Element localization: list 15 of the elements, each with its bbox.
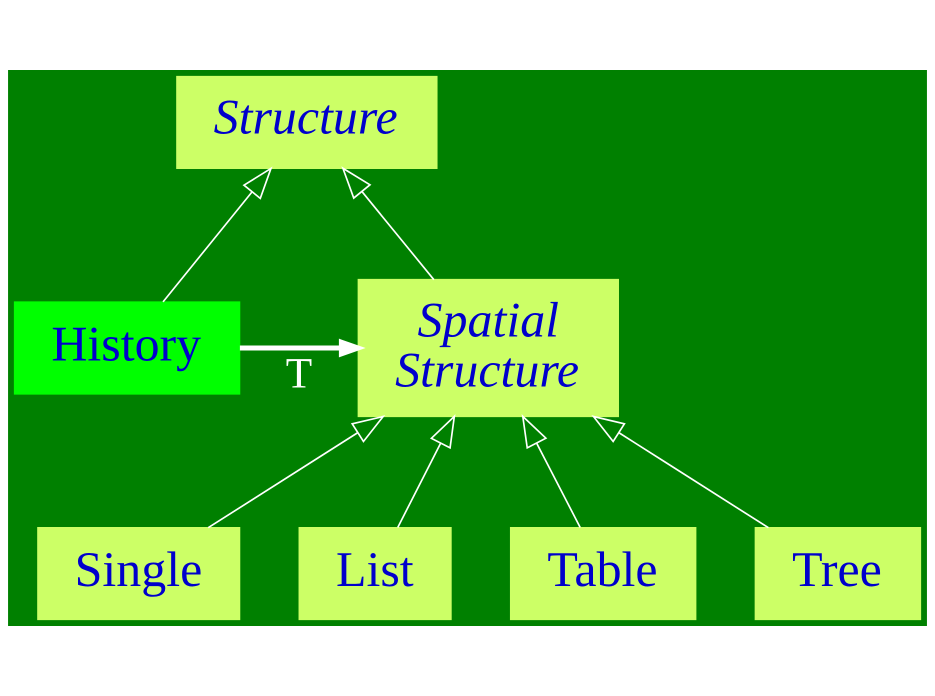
node-box: Tree	[754, 526, 922, 620]
node-box: Table	[510, 526, 696, 620]
arrow	[522, 414, 581, 528]
arrow	[162, 166, 273, 302]
node-box: Structure	[176, 76, 438, 170]
arrow	[240, 338, 366, 358]
arrow	[591, 415, 769, 528]
arrow	[397, 414, 456, 528]
node-box: Single	[37, 526, 240, 620]
edge-label: T	[286, 350, 312, 398]
node-box: Spatial Structure	[358, 278, 619, 418]
arrow	[208, 415, 386, 528]
arrow	[341, 166, 435, 280]
node-box: List	[298, 526, 452, 620]
node-box: History	[14, 301, 240, 395]
